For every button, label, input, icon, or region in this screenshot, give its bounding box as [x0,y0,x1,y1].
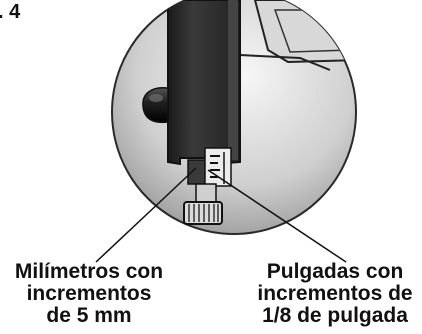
callout-millimeters: Milímetros con incrementos de 5 mm [0,261,178,327]
figure-label: . 4 [0,1,21,23]
callout-inches: Pulgadas con incrementos de 1/8 de pulga… [248,261,422,327]
leader-line-inches [207,169,347,263]
callout-inches-line-3: 1/8 de pulgada [262,304,408,327]
callout-millimeters-line-3: de 5 mm [46,304,132,327]
side-knob [142,86,169,124]
callout-millimeters-line-2: incrementos [26,282,152,305]
body-highlight [228,0,238,160]
housing-panel [253,0,356,64]
callout-inches-line-2: incrementos de [257,282,413,305]
leader-line-millimeters [95,167,197,263]
scale-window [204,147,232,187]
callout-inches-line-1: Pulgadas con [266,260,404,283]
callout-millimeters-line-1: Milímetros con [14,260,164,283]
knurl-ridges [188,204,219,222]
